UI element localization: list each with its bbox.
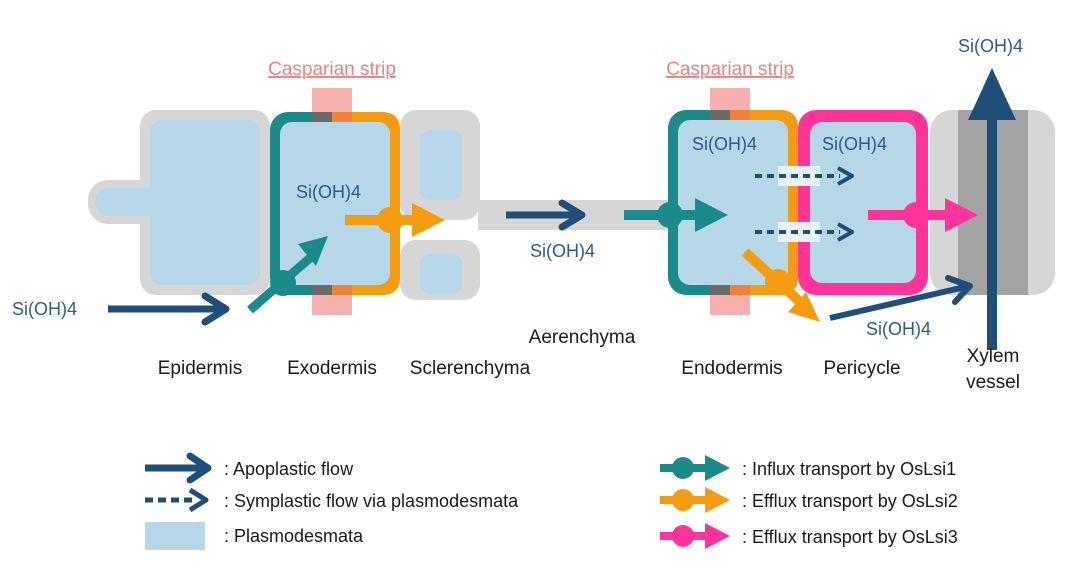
apoplastic-arrow-input-head <box>201 292 230 326</box>
tissue-label-sclerenchyma: Sclerenchyma <box>410 358 531 379</box>
legend-apoplastic-icon <box>145 452 212 484</box>
casparian-strip-label-right: Casparian strip <box>666 59 794 80</box>
tissue-label-xylem-line1: Xylem <box>967 346 1020 367</box>
plasmodesmata-1 <box>778 166 820 186</box>
si-label-pericycle: Si(OH)4 <box>822 134 887 154</box>
legend-efflux-lsi2-label: : Efflux transport by OsLsi2 <box>742 491 958 511</box>
lsi1-influx-endodermis <box>624 198 728 232</box>
apoplastic-arrow-xylem-up-head <box>968 68 1016 120</box>
tissue-label-endodermis: Endodermis <box>681 358 782 379</box>
si-label-input: Si(OH)4 <box>12 299 77 319</box>
si-label-top: Si(OH)4 <box>958 36 1023 56</box>
legend-plasmodesmata-icon <box>145 522 205 550</box>
legend: : Apoplastic flow : Symplastic flow via … <box>145 452 958 550</box>
legend-influx-label: : Influx transport by OsLsi1 <box>742 459 956 479</box>
endodermis-cell <box>668 110 798 295</box>
lsi2-efflux-endodermis <box>741 248 820 322</box>
apoplastic-arrow-to-xylem <box>829 284 966 321</box>
si-label-aerenchyma: Si(OH)4 <box>530 241 595 261</box>
apoplastic-arrow-aerenchyma-head <box>558 199 586 231</box>
legend-efflux-lsi3-icon <box>660 523 730 549</box>
tissue-label-xylem-line2: vessel <box>966 372 1020 393</box>
lsi1-influx-exodermis <box>247 236 328 314</box>
symplastic-arrow-1-head <box>837 166 854 186</box>
tissue-label-exodermis: Exodermis <box>287 358 377 379</box>
si-label-apoplast-xylem: Si(OH)4 <box>866 319 931 339</box>
plasmodesmata-2 <box>778 222 820 242</box>
legend-symplastic-icon <box>145 487 209 513</box>
lsi3-efflux-pericycle <box>868 198 978 232</box>
tissue-label-epidermis: Epidermis <box>158 358 242 379</box>
exodermis-cell <box>270 112 400 295</box>
si-label-exodermis: Si(OH)4 <box>296 182 361 202</box>
symplastic-arrow-2-head <box>837 222 854 242</box>
tissue-label-pericycle: Pericycle <box>823 358 900 379</box>
legend-symplastic-label: : Symplastic flow via plasmodesmata <box>224 491 519 511</box>
si-label-endodermis: Si(OH)4 <box>692 134 757 154</box>
legend-influx-icon <box>660 455 730 481</box>
lsi2-efflux-exodermis <box>345 203 445 237</box>
casparian-strip-label-left: Casparian strip <box>268 59 396 80</box>
epidermis-cell <box>88 110 270 295</box>
pericycle-cell <box>798 110 928 295</box>
sclerenchyma-cells <box>400 110 480 300</box>
legend-plasmodesmata-label: : Plasmodesmata <box>224 526 364 546</box>
legend-efflux-lsi2-icon <box>660 487 730 513</box>
tissue-label-aerenchyma: Aerenchyma <box>529 327 636 348</box>
legend-efflux-lsi3-label: : Efflux transport by OsLsi3 <box>742 527 958 547</box>
legend-apoplastic-label: : Apoplastic flow <box>224 459 354 479</box>
apoplastic-arrow-to-xylem-head <box>945 275 973 305</box>
